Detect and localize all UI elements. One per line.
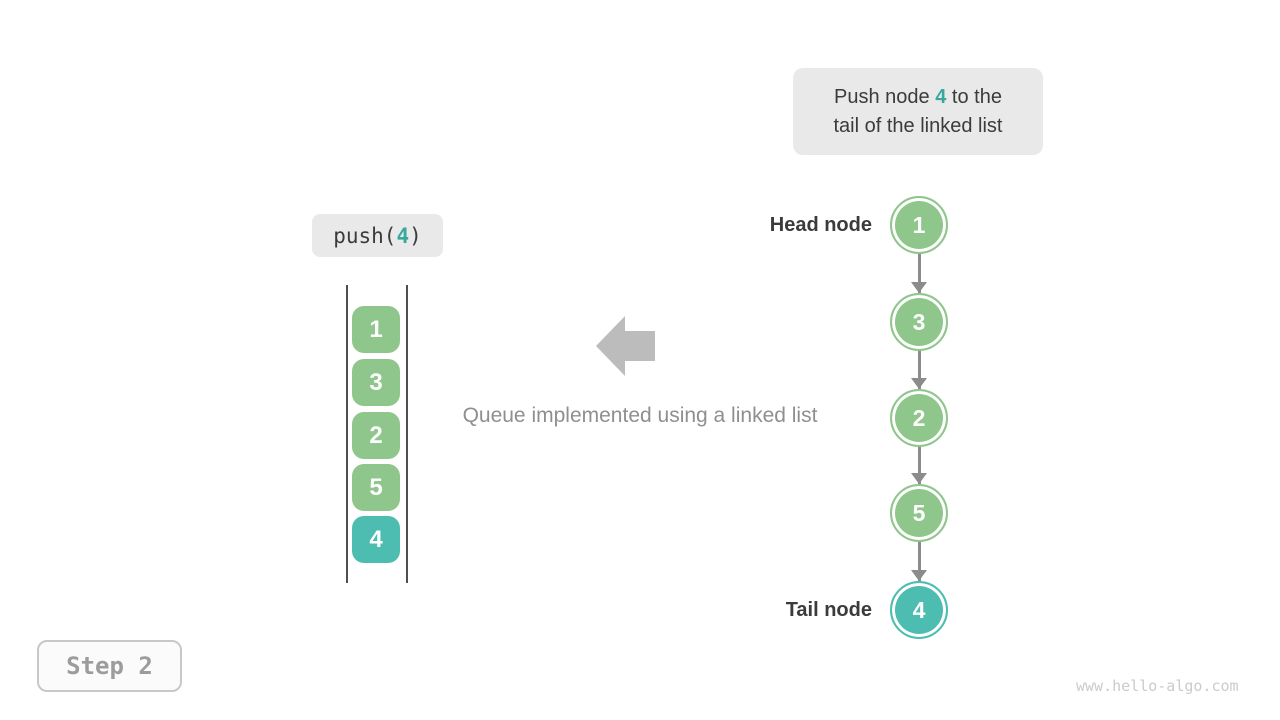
step-badge: Step 2 (37, 640, 182, 692)
connector-line (918, 513, 921, 581)
diagram-caption: Queue implemented using a linked list (462, 404, 818, 427)
stack-item: 3 (352, 359, 400, 406)
push-call-label: push(4) (312, 214, 443, 257)
stack-item: 2 (352, 412, 400, 459)
list-node-new: 4 (890, 581, 948, 639)
list-node: 1 (890, 196, 948, 254)
list-node: 5 (890, 484, 948, 542)
stack-item: 1 (352, 306, 400, 353)
tail-node-label: Tail node (785, 599, 872, 621)
connector-arrowhead (911, 282, 927, 293)
arrow-down-connector (909, 418, 929, 484)
connector-arrowhead (911, 378, 927, 389)
connector-arrowhead (911, 570, 927, 581)
callout-push-node: Push node 4 to the tail of the linked li… (793, 68, 1043, 155)
stack-item-new: 4 (352, 516, 400, 563)
callout-line-1: Push node 4 to the (834, 83, 1002, 112)
connector-line (918, 418, 921, 484)
connector-arrowhead (911, 473, 927, 484)
callout-text-before: Push node (834, 85, 936, 108)
watermark: www.hello-algo.com (1076, 677, 1239, 695)
left-arrow-head (596, 316, 625, 376)
stack-item: 5 (352, 464, 400, 511)
left-arrow-icon (596, 316, 655, 376)
queue-rail-left (346, 285, 348, 583)
list-node: 2 (890, 389, 948, 447)
push-call-arg: 4 (396, 223, 410, 248)
push-call-prefix: push( (333, 223, 397, 248)
queue-rail-right (406, 285, 408, 583)
callout-text-after: to the (946, 85, 1002, 108)
arrow-down-connector (909, 225, 929, 293)
arrow-down-connector (909, 322, 929, 389)
arrow-down-connector (909, 513, 929, 581)
connector-line (918, 322, 921, 389)
left-arrow-shaft (625, 331, 655, 361)
push-call-suffix: ) (409, 223, 422, 248)
head-node-label: Head node (769, 214, 872, 236)
connector-line (918, 225, 921, 293)
list-node: 3 (890, 293, 948, 351)
callout-line-2: tail of the linked list (833, 114, 1003, 137)
callout-highlight-value: 4 (935, 85, 947, 108)
